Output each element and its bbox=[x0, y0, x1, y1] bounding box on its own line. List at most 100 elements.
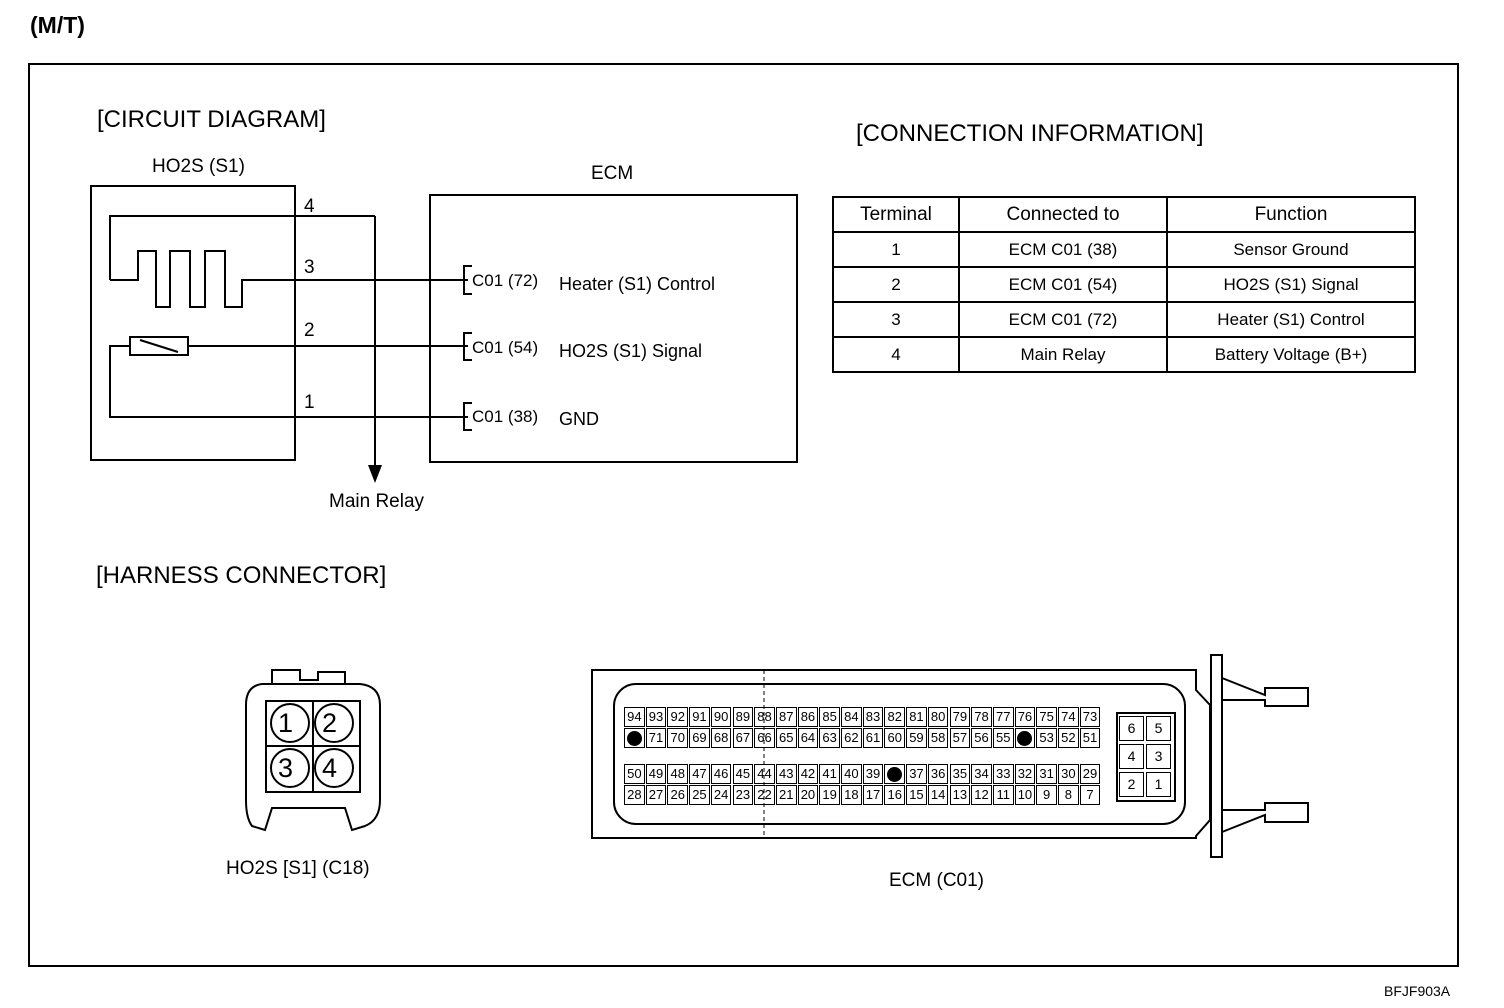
ecm-terminal: 24 bbox=[710, 785, 732, 805]
ecm-terminal: 18 bbox=[841, 785, 862, 805]
ecm-terminal: 35 bbox=[949, 764, 971, 784]
ecm-terminal: 78 bbox=[971, 707, 992, 727]
ecm-terminal: 81 bbox=[906, 707, 927, 727]
ecm-side-terminal: 6 bbox=[1119, 716, 1144, 741]
ecm-terminal: 46 bbox=[710, 764, 732, 784]
ecm-terminal: 10 bbox=[1014, 785, 1036, 805]
ecm-terminal: 85 bbox=[819, 707, 840, 727]
ecm-terminal: 63 bbox=[819, 728, 840, 748]
ecm-terminal: 62 bbox=[841, 728, 862, 748]
ecm-terminal: 57 bbox=[949, 728, 971, 748]
table-cell: ECM C01 (72) bbox=[958, 301, 1168, 338]
table-header: Connected to bbox=[958, 196, 1168, 233]
ecm-terminal: 44 bbox=[754, 764, 775, 784]
connector-pin bbox=[270, 748, 310, 788]
ecm-terminal: 49 bbox=[645, 764, 667, 784]
table-header: Terminal bbox=[832, 196, 960, 233]
ecm-side-terminal: 4 bbox=[1119, 744, 1144, 769]
ecm-terminal: 22 bbox=[754, 785, 775, 805]
ecm-side-terminal: 5 bbox=[1146, 716, 1171, 741]
ecm-terminal-label: HO2S (S1) Signal bbox=[559, 341, 703, 361]
arrow-down-icon bbox=[368, 465, 382, 483]
ecm-terminal-label: Heater (S1) Control bbox=[559, 274, 716, 294]
table-cell: Main Relay bbox=[958, 336, 1168, 373]
ho2s-sensor-box bbox=[90, 185, 296, 461]
sensor-name: HO2S (S1) bbox=[152, 156, 245, 177]
ecm-terminal: 61 bbox=[862, 728, 884, 748]
ecm-terminal: 16 bbox=[884, 785, 906, 805]
table-header-row: Terminal Connected to Function bbox=[832, 196, 1416, 233]
ho2s-connector-caption: HO2S [S1] (C18) bbox=[226, 858, 370, 879]
ecm-terminal: 80 bbox=[927, 707, 949, 727]
ecm-terminal: 58 bbox=[927, 728, 949, 748]
table-header: Function bbox=[1166, 196, 1416, 233]
ecm-terminal: 32 bbox=[1014, 764, 1036, 784]
ecm-terminal: 83 bbox=[862, 707, 884, 727]
ecm-terminal: 79 bbox=[949, 707, 971, 727]
table-cell: Sensor Ground bbox=[1166, 231, 1416, 268]
ecm-terminal: 11 bbox=[992, 785, 1014, 805]
diagram-frame bbox=[28, 63, 1459, 967]
ecm-terminal: 55 bbox=[992, 728, 1014, 748]
table-cell: 4 bbox=[832, 336, 960, 373]
pin-label-3: 3 bbox=[304, 257, 315, 278]
circuit-diagram-heading: [CIRCUIT DIAGRAM] bbox=[97, 106, 326, 133]
ecm-terminal: 29 bbox=[1079, 764, 1101, 784]
ecm-terminal: 36 bbox=[927, 764, 949, 784]
ecm-terminal: 17 bbox=[862, 785, 884, 805]
ecm-plug-terminal bbox=[1014, 728, 1036, 748]
ecm-box bbox=[429, 194, 798, 463]
pin-label-1: 1 bbox=[304, 392, 315, 413]
ho2s-pin-number: 3 bbox=[278, 753, 294, 783]
ecm-terminal: 77 bbox=[992, 707, 1014, 727]
connector-pin bbox=[270, 703, 310, 743]
ho2s-pin-number: 2 bbox=[322, 708, 338, 738]
ecm-terminal: 74 bbox=[1058, 707, 1079, 727]
ecm-terminal: 37 bbox=[906, 764, 927, 784]
ecm-terminal: 19 bbox=[819, 785, 840, 805]
ecm-terminal: 64 bbox=[797, 728, 819, 748]
table-cell: 2 bbox=[832, 266, 960, 303]
ecm-terminal: 76 bbox=[1014, 707, 1036, 727]
ecm-terminal: 7 bbox=[1079, 785, 1101, 805]
ecm-name: ECM bbox=[591, 163, 634, 184]
connector-pin bbox=[314, 703, 354, 743]
ecm-terminal: 23 bbox=[732, 785, 754, 805]
table-cell: HO2S (S1) Signal bbox=[1166, 266, 1416, 303]
ecm-terminal: 45 bbox=[732, 764, 754, 784]
ecm-terminal: 33 bbox=[992, 764, 1014, 784]
ecm-terminal: 50 bbox=[624, 764, 645, 784]
ecm-terminal: 34 bbox=[971, 764, 992, 784]
table-cell: Battery Voltage (B+) bbox=[1166, 336, 1416, 373]
ho2s-pin-number: 4 bbox=[322, 753, 338, 783]
ecm-side-terminal: 2 bbox=[1119, 772, 1144, 797]
mode-label: (M/T) bbox=[30, 12, 85, 38]
heater-element bbox=[110, 250, 468, 308]
ecm-terminal: 75 bbox=[1036, 707, 1057, 727]
ecm-terminal: 73 bbox=[1079, 707, 1101, 727]
ecm-terminal: 71 bbox=[645, 728, 667, 748]
ecm-terminal: 15 bbox=[906, 785, 927, 805]
ecm-terminal: 91 bbox=[689, 707, 710, 727]
ecm-terminal: 26 bbox=[667, 785, 689, 805]
ecm-terminal: 52 bbox=[1058, 728, 1079, 748]
ecm-terminal: 90 bbox=[710, 707, 732, 727]
ecm-plug-terminal bbox=[624, 728, 645, 748]
ecm-plug-terminal bbox=[884, 764, 906, 784]
plug-dot-icon bbox=[1017, 731, 1033, 746]
ecm-terminal: 51 bbox=[1079, 728, 1101, 748]
plug-dot-icon bbox=[626, 731, 642, 746]
ecm-terminal: 13 bbox=[949, 785, 971, 805]
ecm-terminal: 43 bbox=[775, 764, 797, 784]
pin-label-4: 4 bbox=[304, 196, 315, 217]
ecm-terminal: 87 bbox=[775, 707, 797, 727]
ecm-side-terminal: 1 bbox=[1146, 772, 1171, 797]
ecm-terminal: 25 bbox=[689, 785, 710, 805]
ecm-terminal-pin: C01 (72) bbox=[472, 271, 539, 290]
table-cell: ECM C01 (54) bbox=[958, 266, 1168, 303]
main-relay-label: Main Relay bbox=[329, 491, 425, 512]
ecm-side-terminal: 3 bbox=[1146, 744, 1171, 769]
ecm-terminal: 9 bbox=[1036, 785, 1057, 805]
ecm-terminal: 86 bbox=[797, 707, 819, 727]
